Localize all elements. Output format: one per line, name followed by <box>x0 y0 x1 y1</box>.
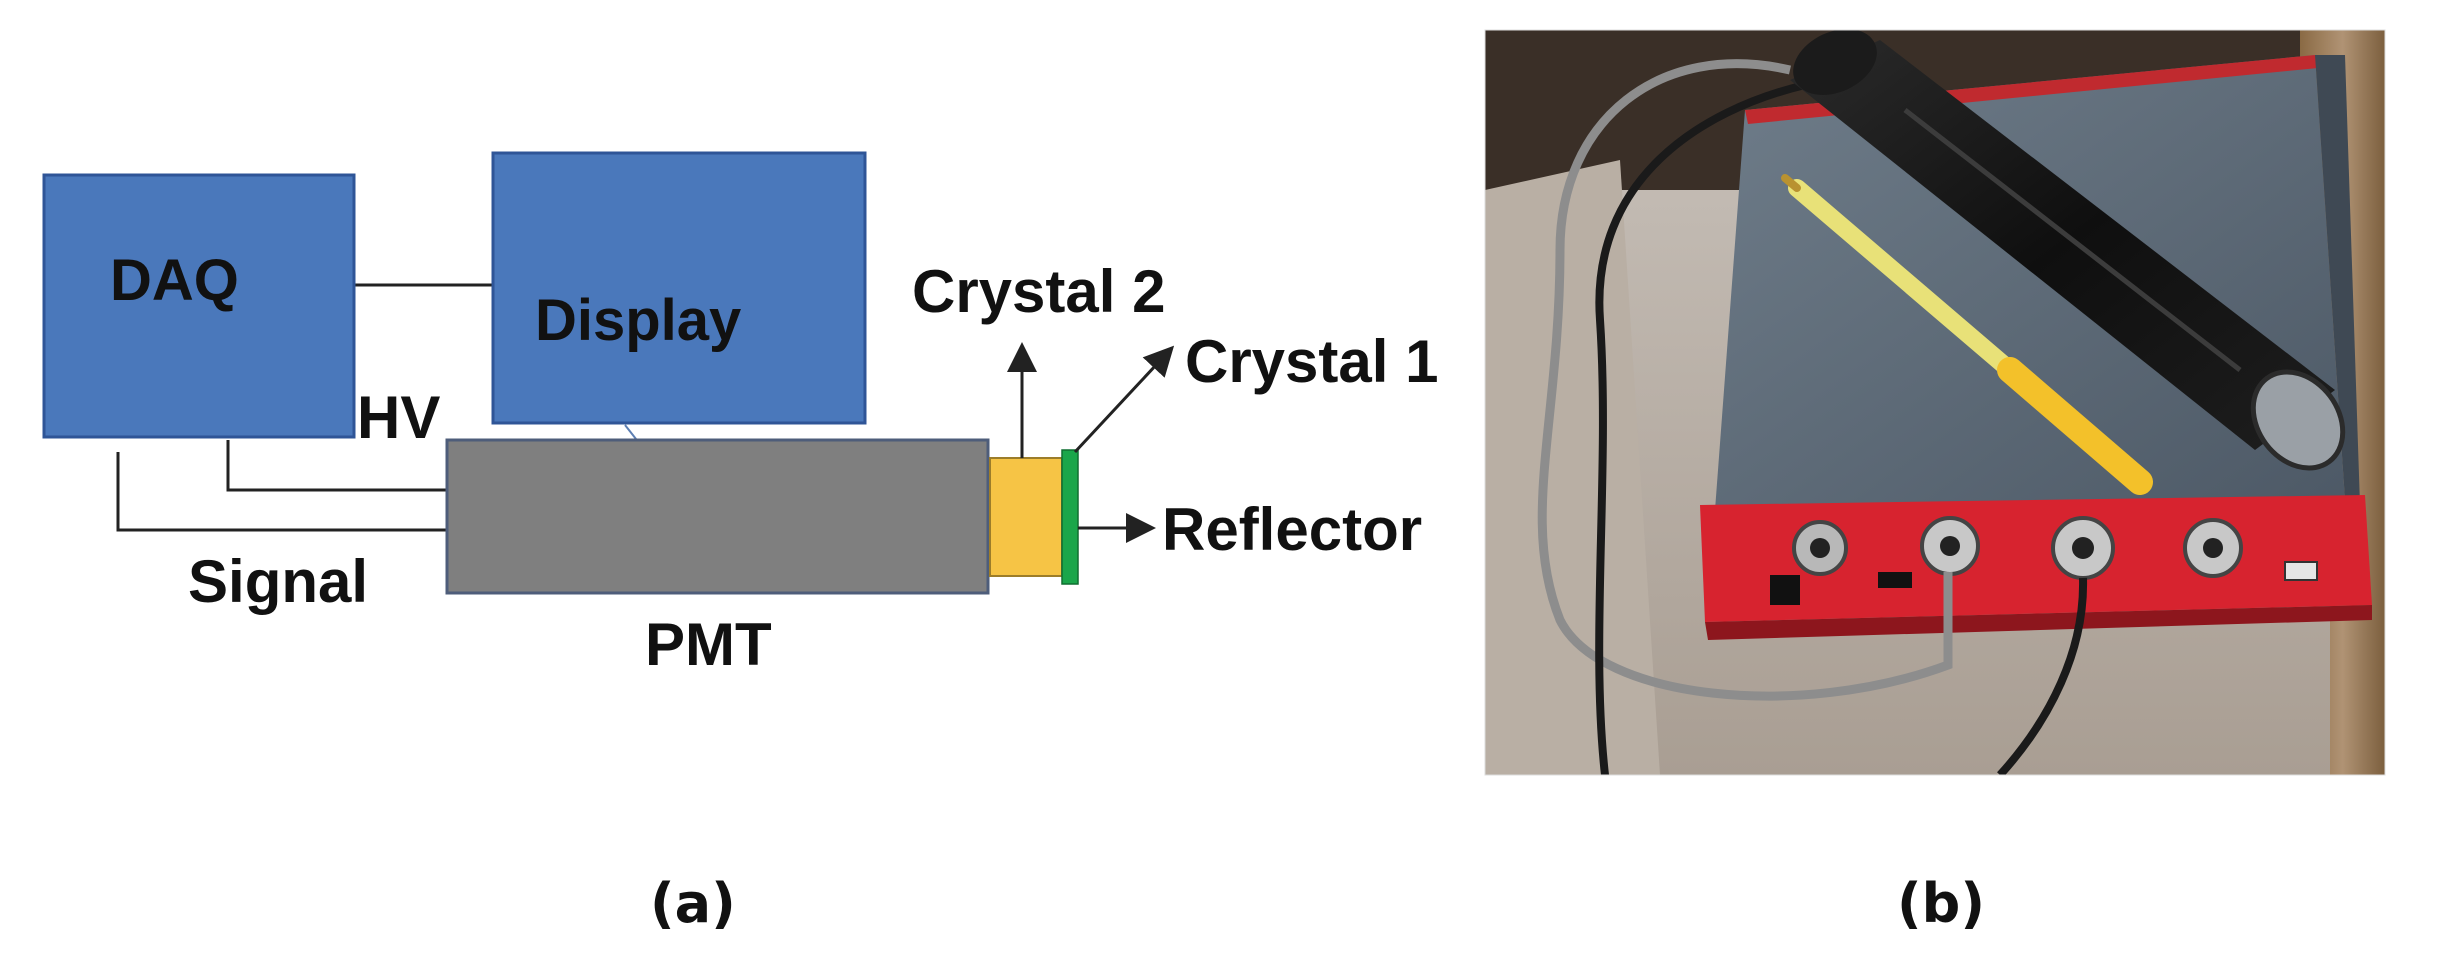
crystal-2 <box>989 457 1063 577</box>
daq-box <box>42 173 356 439</box>
reflector-layer <box>1061 449 1079 585</box>
black-cable <box>1595 81 1806 775</box>
display-label: Display <box>535 288 741 353</box>
pmt-box <box>445 438 990 595</box>
signal-label: Signal <box>188 548 368 615</box>
yellow-pen <box>1781 174 2153 495</box>
bnc-connector <box>2183 518 2243 578</box>
black-cable <box>1997 577 2088 775</box>
pmt-label: PMT <box>645 611 772 678</box>
display-box <box>491 151 867 425</box>
hv-wire <box>226 440 447 492</box>
crystal-1-arrow <box>1073 345 1175 454</box>
bnc-connector <box>1920 516 1980 576</box>
panel-a-diagram: DAQ Display PMT HV Signal Crystal 2 Crys… <box>42 151 1438 935</box>
reflector-label: Reflector <box>1162 496 1422 563</box>
crystal-1-label: Crystal 1 <box>1185 328 1438 395</box>
photo-image <box>1485 30 2385 775</box>
gray-cable <box>1537 59 1953 701</box>
bnc-connector <box>1792 520 1848 576</box>
panel-b-caption: (b) <box>1897 872 1985 935</box>
usb-port <box>2284 561 2318 581</box>
daq-label: DAQ <box>110 248 239 313</box>
signal-wire <box>116 452 447 532</box>
panel-a-caption: (a) <box>650 872 736 935</box>
panel-b-photo: (b) <box>1484 29 2386 935</box>
detector-tube <box>1790 30 2346 471</box>
hv-label: HV <box>357 384 440 451</box>
bnc-connector <box>2051 516 2115 580</box>
crystal-2-label: Crystal 2 <box>912 258 1165 325</box>
